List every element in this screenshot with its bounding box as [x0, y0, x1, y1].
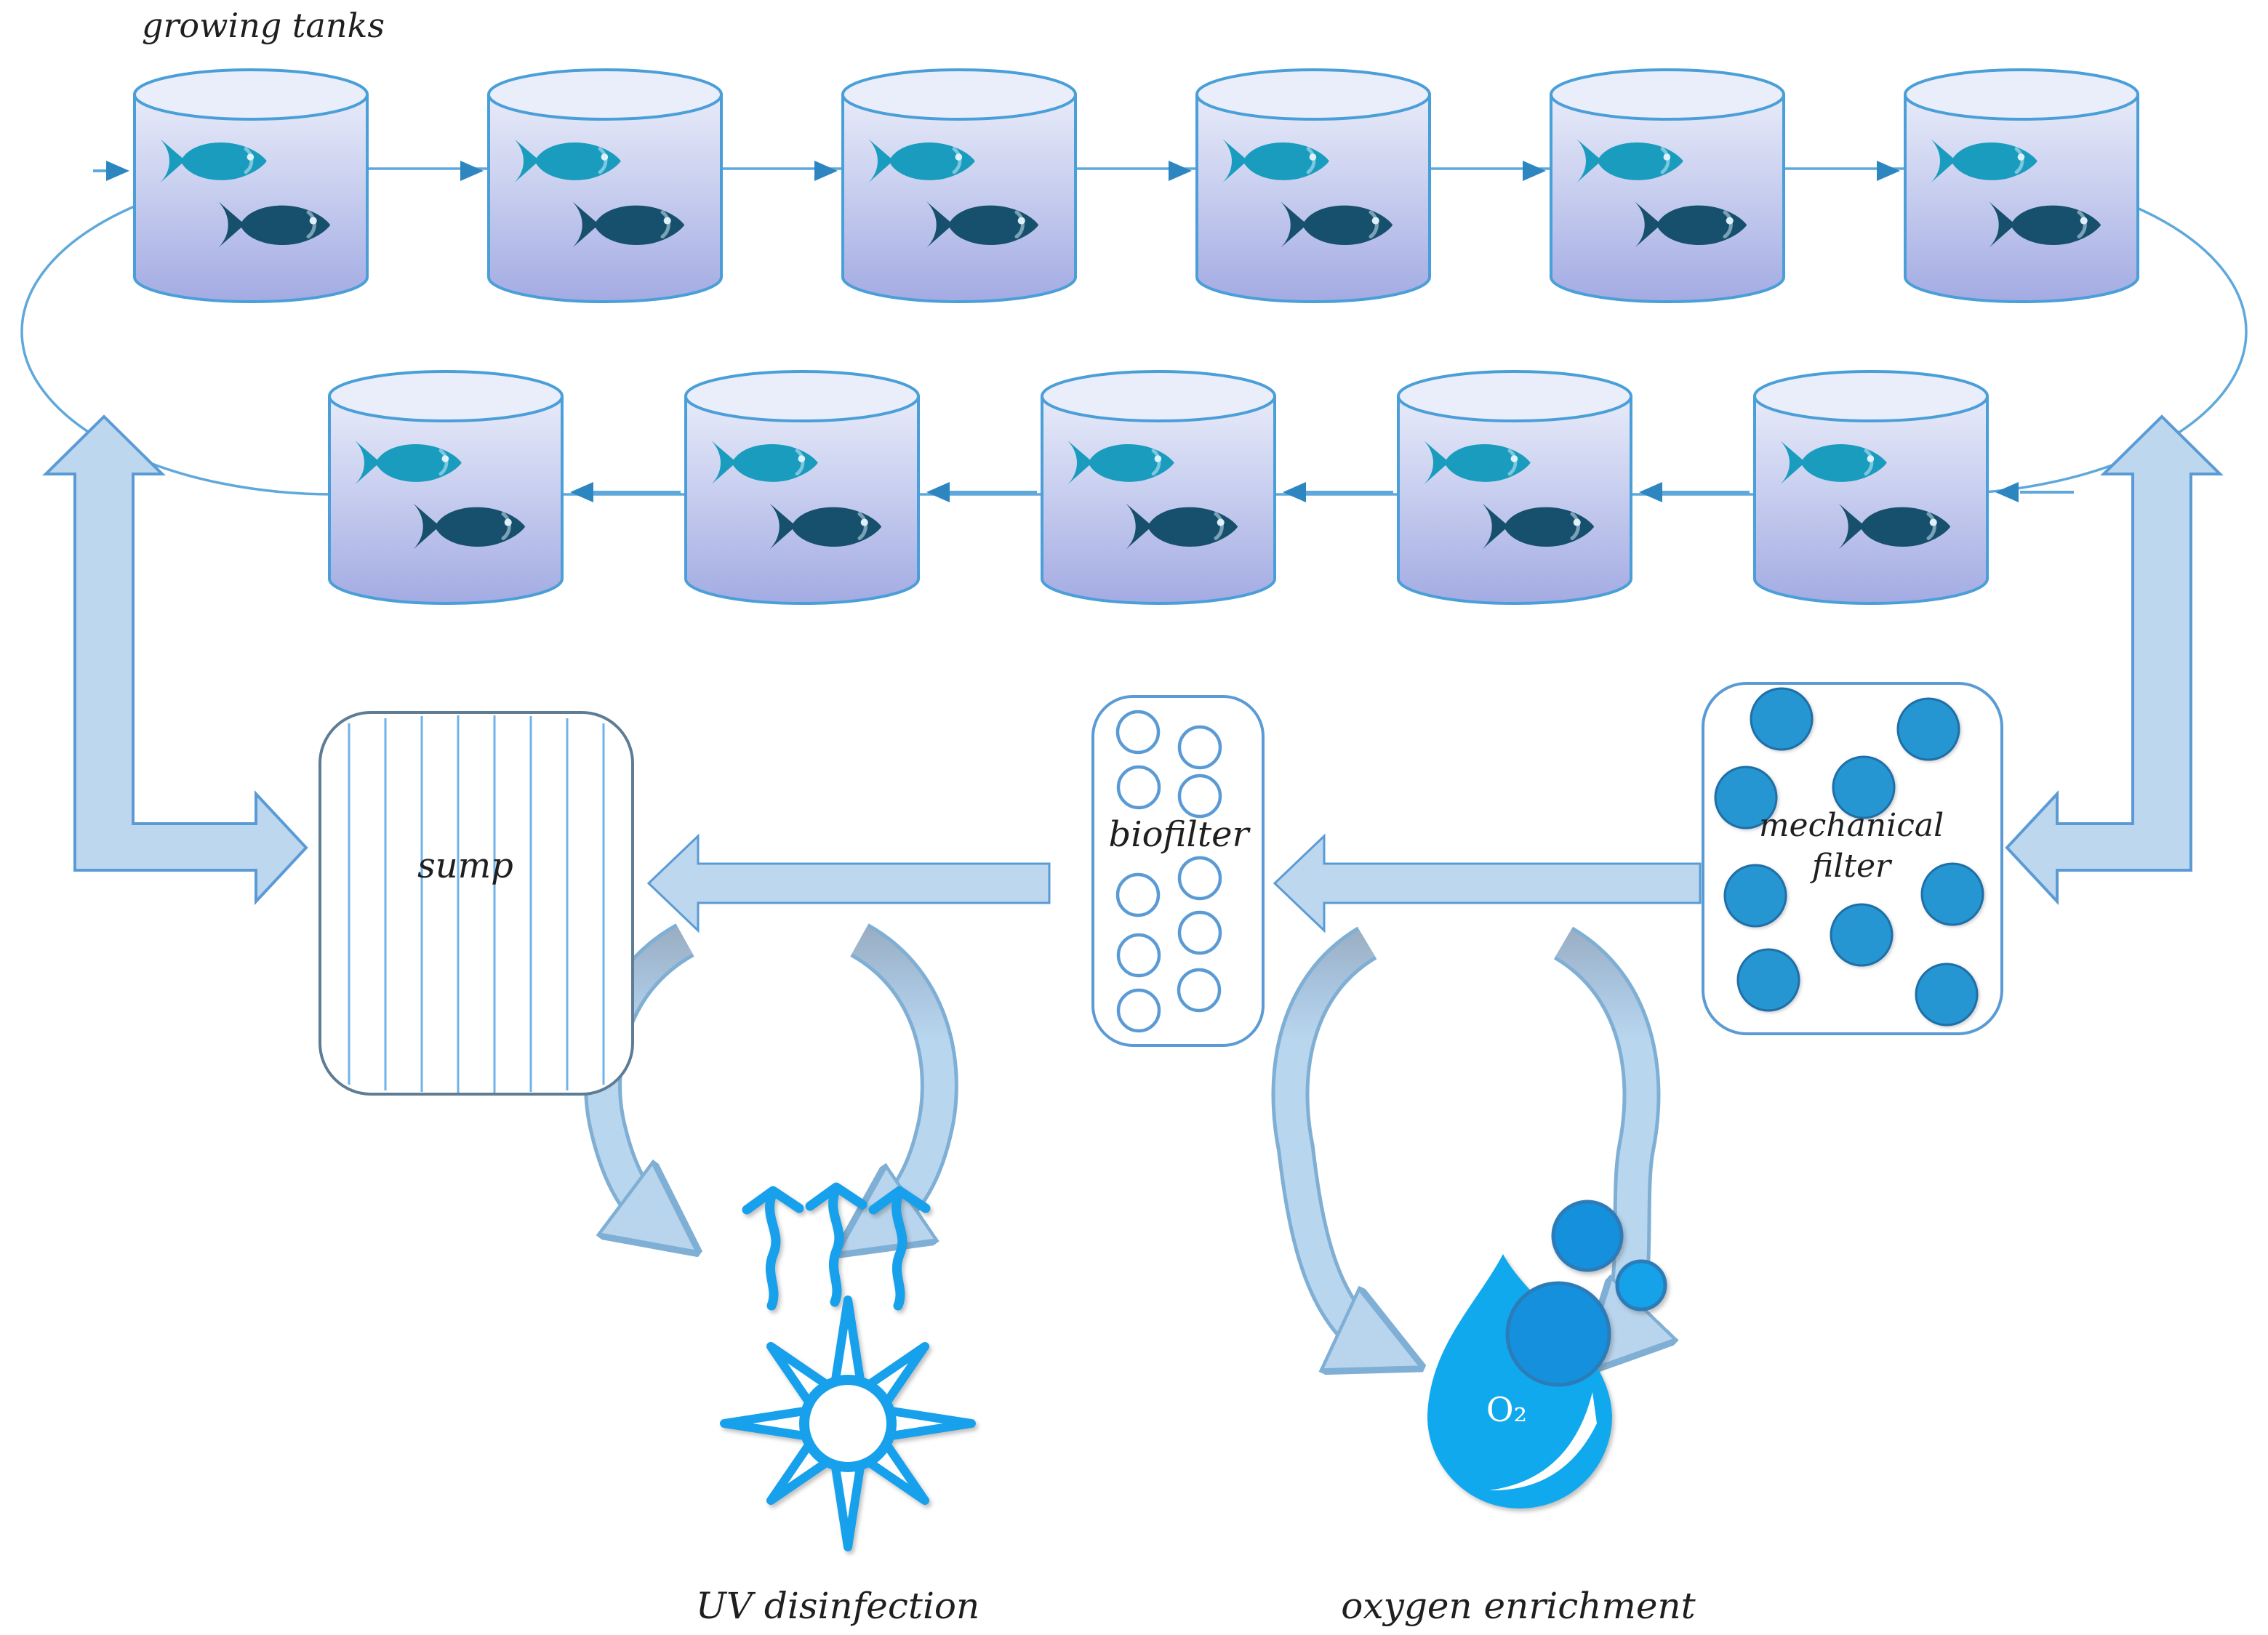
tank: [843, 70, 1075, 302]
arrow-mechanical-to-biofilter: [1273, 833, 1702, 933]
water-drop-icon: [1427, 1254, 1612, 1509]
growing-tanks-label: growing tanks: [142, 6, 385, 45]
curved-arrow-to-oxygen-left: [1275, 929, 1386, 1351]
mechanical-filter-label-line2: filter: [1811, 848, 1891, 885]
uv-rays-squiggles: [742, 1182, 931, 1311]
biofilter-media: [1115, 710, 1222, 1033]
arrow-biofilter-to-sump: [646, 833, 1051, 933]
sump-plates: [348, 715, 605, 1093]
oxygen-bubbles: [1505, 1200, 1667, 1387]
curved-arrow-sump-to-uv: [588, 926, 685, 1229]
growing-tanks-top-row: [135, 70, 2138, 302]
return-arrow-left: [42, 414, 308, 906]
uv-sun: [720, 1295, 976, 1551]
tank: [329, 371, 562, 603]
mechanical-filter-media: [1714, 687, 1984, 1027]
tank: [1551, 70, 1784, 302]
growing-tanks-bottom-row: [329, 371, 1987, 603]
sump-label: sump: [417, 845, 513, 886]
oxygen-enrichment-icon: [1427, 1200, 1667, 1509]
biofilter-label: biofilter: [1108, 814, 1249, 855]
uv-disinfection-label: UV disinfection: [695, 1585, 980, 1627]
uv-disinfection-icon: [720, 1182, 976, 1551]
tank: [1398, 371, 1631, 603]
biofilter-box: [1091, 695, 1265, 1047]
tank-flow-arrows-bottom: [570, 482, 2074, 502]
mechanical-filter-label-line1: mechanical: [1758, 807, 1944, 844]
tank: [1755, 371, 1987, 603]
sump-box: [318, 711, 634, 1096]
o2-label: O₂: [1486, 1390, 1528, 1429]
tank: [1042, 371, 1275, 603]
tank: [1197, 70, 1430, 302]
tank: [489, 70, 721, 302]
tank: [686, 371, 918, 603]
return-arrow-right: [2005, 414, 2224, 906]
tank: [1905, 70, 2138, 302]
tank-flow-arrows-top: [93, 161, 1900, 181]
mechanical-filter-box: [1702, 682, 2003, 1035]
oxygen-enrichment-label: oxygen enrichment: [1341, 1585, 1696, 1627]
oxygen-branch-arrows: [1271, 926, 1642, 1351]
mechanical-filter-label: mechanical filter: [1759, 806, 1944, 888]
drop-highlight: [1489, 1392, 1597, 1491]
uv-branch-arrows: [584, 923, 958, 1232]
tank: [135, 70, 367, 302]
